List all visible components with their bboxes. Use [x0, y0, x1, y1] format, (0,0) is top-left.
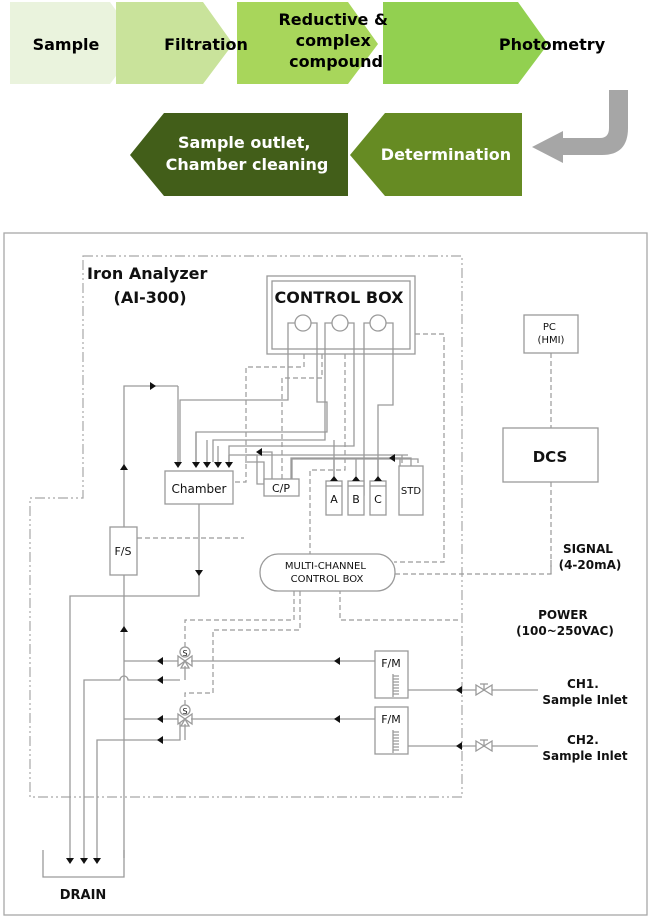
pump-icon	[369, 314, 387, 332]
ch2-inlet-label: CH2. Sample Inlet	[542, 733, 628, 763]
step-reductive-label: Reductive & complex compound	[278, 10, 393, 71]
solenoid-valve-2: S	[177, 704, 193, 727]
dcs-box	[502, 427, 599, 483]
step-filtration-label: Filtration	[164, 35, 248, 54]
svg-text:F/M: F/M	[381, 657, 401, 670]
std-label: STD	[401, 486, 421, 497]
turn-arrow-icon	[532, 90, 628, 163]
analyzer-title: Iron Analyzer (AI-300)	[87, 264, 213, 307]
reagent-bottles: A B C STD	[325, 454, 424, 516]
step-filtration-chevron	[116, 2, 233, 84]
cp-pump	[263, 478, 300, 497]
drain-tank	[42, 850, 125, 878]
flow-meter-1: F/M	[374, 650, 409, 699]
chamber-inlet-arrows	[174, 386, 268, 468]
step-sample-chevron	[10, 2, 140, 84]
reagent-b-label: B	[352, 493, 360, 506]
chamber-label: Chamber	[172, 482, 227, 496]
svg-text:F/M: F/M	[381, 713, 401, 726]
flow-switch	[109, 526, 138, 576]
signal-label: SIGNAL (4-20mA)	[559, 542, 622, 572]
cp-label: C/P	[272, 482, 290, 495]
pc-hmi-box	[523, 314, 579, 354]
step-sample-label: Sample	[33, 35, 100, 54]
multi-channel-control-box	[259, 553, 396, 592]
drain-label: DRAIN	[60, 888, 107, 903]
step-reductive-chevron	[237, 2, 378, 84]
pump-icon	[294, 314, 312, 332]
reagent-c-label: C	[374, 493, 382, 506]
outer-frame	[3, 232, 648, 916]
manual-valve-2-icon	[475, 739, 493, 753]
step-determination-label: Determination	[381, 145, 511, 164]
dcs-label: DCS	[533, 448, 568, 466]
process-flow: Sample Filtration Reductive & complex co…	[10, 2, 628, 196]
analyzer-boundary	[29, 255, 463, 798]
ch1-inlet-label: CH1. Sample Inlet	[542, 677, 628, 707]
reagent-a-label: A	[330, 493, 338, 506]
fs-label: F/S	[114, 545, 131, 558]
pump-icon	[331, 314, 349, 332]
svg-text:S: S	[182, 707, 187, 716]
power-label: POWER (100~250VAC)	[516, 608, 614, 638]
solenoid-valve-1: S	[177, 646, 193, 669]
svg-text:S: S	[182, 649, 187, 658]
pc-label: PC (HMI)	[538, 322, 565, 346]
step-determination-chevron	[350, 113, 522, 196]
schematic: Iron Analyzer (AI-300) CONTROL BOX	[3, 232, 648, 916]
step-photometry-label: Photometry	[499, 35, 606, 54]
step-photometry-chevron	[383, 2, 548, 84]
control-box-label: CONTROL BOX	[275, 288, 405, 307]
flow-meter-2: F/M	[374, 706, 409, 755]
multi-channel-label: MULTI-CHANNEL CONTROL BOX	[285, 561, 369, 585]
step-outlet-chevron	[130, 113, 348, 196]
control-box: CONTROL BOX	[266, 275, 416, 355]
step-outlet-label: Sample outlet, Chamber cleaning	[166, 133, 329, 174]
manual-valve-1-icon	[475, 683, 493, 697]
